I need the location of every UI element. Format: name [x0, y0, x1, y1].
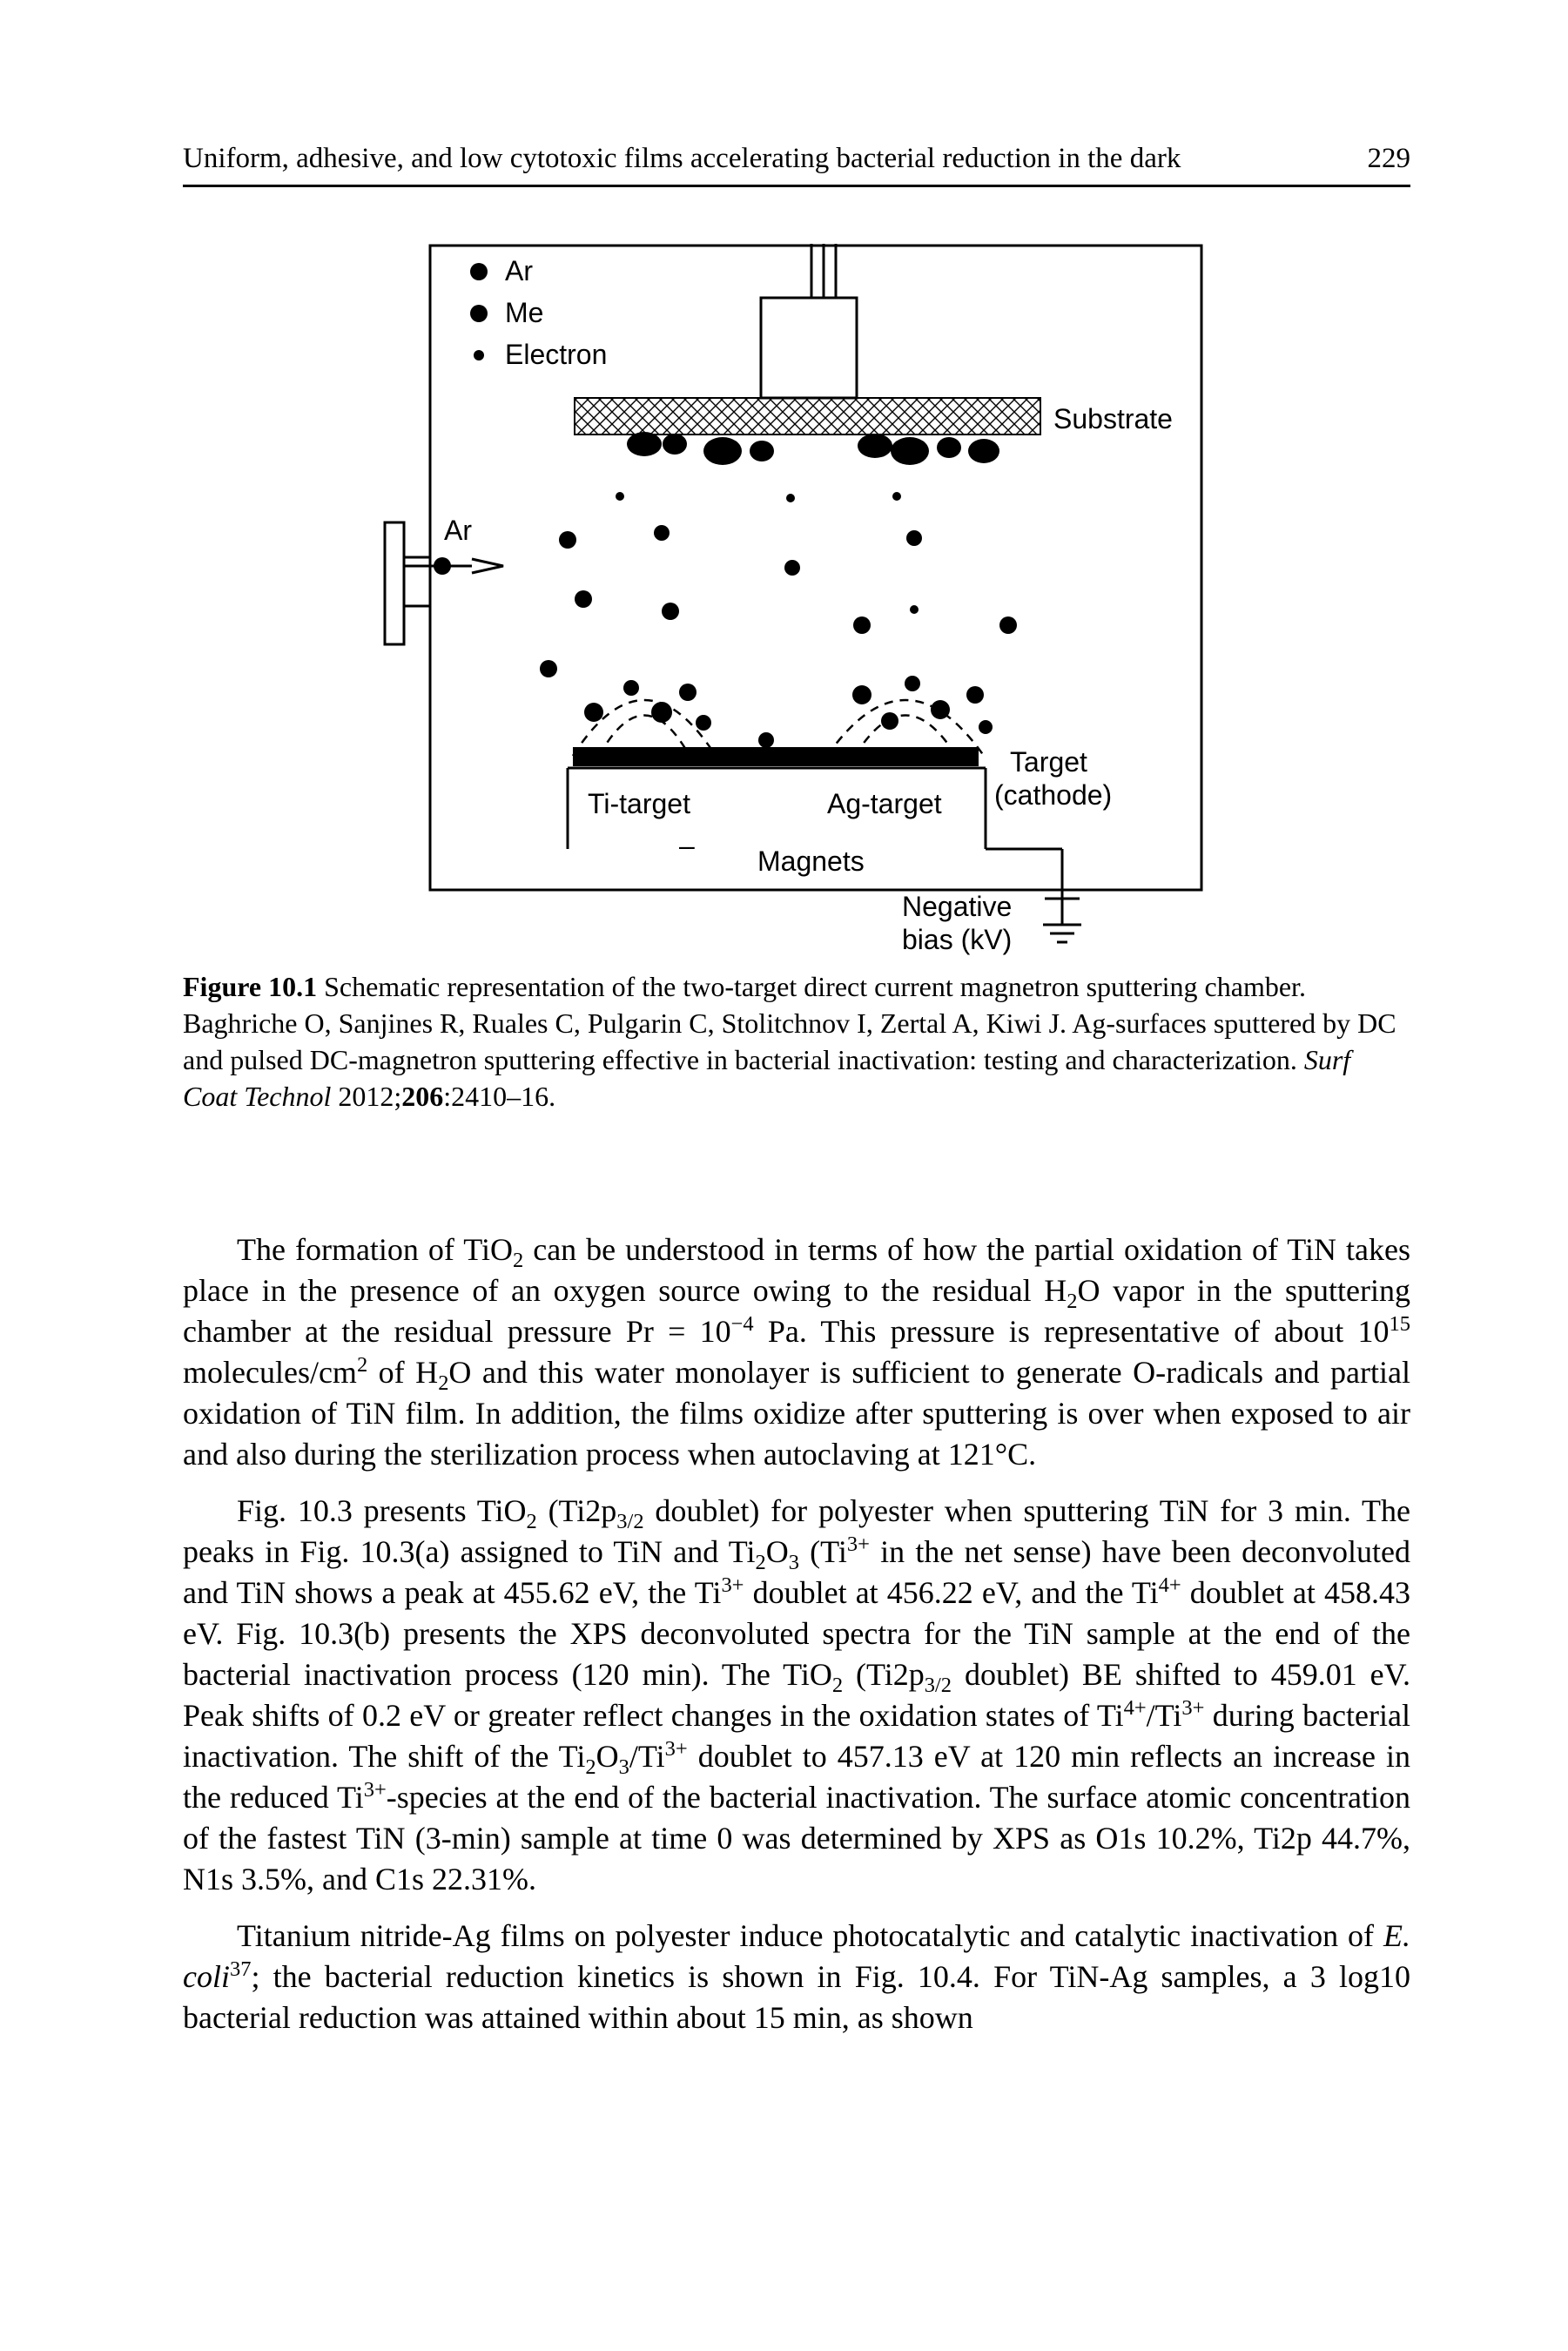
substrate-label: Substrate [1053, 403, 1173, 434]
credit-year: 2012; [338, 1081, 402, 1112]
figure-sputtering-chamber: Ar Me Electron Substrate [374, 235, 1210, 958]
paragraph-3: Titanium nitride-Ag films on polyester i… [183, 1916, 1410, 2038]
substrate [574, 397, 1041, 435]
magnetic-field-lines [571, 698, 986, 757]
ti-target-label: Ti-target [588, 788, 690, 819]
page-number: 229 [1367, 143, 1411, 174]
deposit-clusters [627, 432, 999, 465]
magnets-label: Magnets [757, 845, 865, 877]
running-head: Uniform, adhesive, and low cytotoxic fil… [183, 141, 1410, 187]
p2-text: O [765, 1534, 789, 1569]
p2-text: doublet) BE shifted to 459.01 eV. Peak s… [183, 1657, 1410, 1733]
p2-text: doublet at 458.43 eV. Fig. 10.3(b) prese… [183, 1575, 1410, 1692]
figure-caption: Figure 10.1 Schematic representation of … [183, 968, 1410, 1115]
p2-text: /Ti [629, 1739, 665, 1774]
p2-sup: 4+ [1158, 1573, 1181, 1597]
p2-text: doublet) for polyester when sputtering T… [183, 1493, 1410, 1569]
p2-sup: 3+ [664, 1737, 688, 1761]
p1-sub: 2 [1067, 1290, 1078, 1314]
legend-me-marker [470, 305, 488, 322]
p2-text: during bacterial inactivation. The shift… [183, 1698, 1410, 1774]
p2-sub: 2 [831, 1674, 844, 1698]
p1-sub: 2 [438, 1371, 449, 1396]
p2-text: doublet at 456.22 eV, and the Ti [744, 1575, 1159, 1610]
p2-sub: 2 [585, 1755, 596, 1780]
credit-journal: Surf Coat Technol [183, 1044, 1351, 1112]
ar-inlet [383, 521, 504, 646]
p1-sub: 2 [512, 1249, 524, 1273]
p2-sub: 3 [618, 1755, 629, 1780]
p2-sup: 4+ [1123, 1696, 1147, 1720]
target-label-line1: Target [1010, 746, 1087, 778]
bias-label-line2: bias (kV) [902, 924, 1012, 955]
p2-text: in the net sense) have been deconvoluted… [183, 1534, 1411, 1610]
p1-text: The formation of TiO [237, 1232, 513, 1267]
caption-title: Figure 10.1 Schematic representation of … [183, 968, 1410, 1005]
p2-sup: 3+ [846, 1533, 870, 1556]
p2-text: (Ti [799, 1534, 847, 1569]
legend-me-label: Me [505, 297, 543, 328]
p2-sub: 3 [788, 1551, 799, 1575]
legend-ar-label: Ar [505, 255, 533, 286]
credit-authors: Baghriche O, Sanjines R, Ruales C, Pulga… [183, 1007, 1396, 1075]
caption-credit: Baghriche O, Sanjines R, Ruales C, Pulga… [183, 1005, 1410, 1115]
bias-label-line1: Negative [902, 891, 1012, 922]
magnets-minus-sign: – [679, 830, 695, 861]
body-text: The formation of TiO2 can be understood … [183, 1229, 1410, 2054]
running-title: Uniform, adhesive, and low cytotoxic fil… [183, 143, 1181, 174]
p2-sub: 2 [755, 1551, 766, 1575]
p2-sub: 3/2 [924, 1674, 952, 1698]
p2-text: O [596, 1739, 619, 1774]
p3-text: Titanium nitride-Ag films on polyester i… [237, 1918, 1383, 1953]
p2-text: doublet to 457.13 eV at 120 min reflects… [183, 1739, 1411, 1815]
p2-text: Fig. 10.3 presents TiO [237, 1493, 527, 1528]
p2-text: (Ti2p [536, 1493, 617, 1528]
sputtering-chamber-diagram: Ar Me Electron Substrate [383, 244, 1203, 955]
p2-sup: 3+ [721, 1573, 744, 1597]
p2-text: /Ti [1146, 1698, 1182, 1733]
p1-text: O and this water monolayer is sufficient… [183, 1355, 1410, 1472]
legend-ar-marker [470, 263, 488, 280]
paragraph-2: Fig. 10.3 presents TiO2 (Ti2p3/2 doublet… [183, 1491, 1410, 1900]
p1-text: O vapor in the sputtering chamber at the… [183, 1273, 1410, 1349]
p1-sup: 15 [1389, 1312, 1410, 1336]
figure-label: Figure 10.1 [183, 971, 318, 1002]
target-label-line2: (cathode) [994, 779, 1112, 811]
ag-target-label: Ag-target [827, 788, 942, 819]
p1-text: of H [367, 1355, 439, 1390]
p2-sup: 3+ [1181, 1696, 1205, 1720]
p2-text: -species at the end of the bacterial ina… [183, 1780, 1410, 1896]
credit-volume: 206 [401, 1081, 444, 1112]
p1-text: Pa. This pressure is representative of a… [753, 1314, 1390, 1349]
p1-text: molecules/cm [183, 1355, 357, 1390]
ar-inlet-atom [434, 557, 451, 575]
p3-italic: E. coli [183, 1918, 1410, 1994]
p2-sub: 2 [526, 1510, 537, 1534]
p2-sub: 3/2 [616, 1510, 644, 1534]
plasma-particles [584, 676, 993, 748]
caption-text: Schematic representation of the two-targ… [324, 971, 1306, 1002]
p1-sup: 2 [356, 1353, 368, 1377]
p1-sup: −4 [730, 1312, 754, 1336]
substrate-holder [759, 244, 858, 400]
p2-sup: 3+ [363, 1778, 387, 1802]
legend-electron-label: Electron [505, 339, 607, 370]
paragraph-1: The formation of TiO2 can be understood … [183, 1229, 1410, 1475]
p3-sup: 37 [229, 1957, 252, 1981]
ar-inlet-label: Ar [444, 515, 472, 546]
sputtered-particles [540, 492, 1017, 677]
credit-pages: :2410–16. [443, 1081, 556, 1112]
target-plate [573, 747, 979, 766]
ground-symbol [1043, 897, 1081, 944]
p3-text: ; the bacterial reduction kinetics is sh… [183, 1959, 1410, 2035]
p2-text: (Ti2p [843, 1657, 925, 1692]
target-holder [566, 766, 1064, 914]
legend-electron-marker [474, 350, 484, 360]
p1-text: can be understood in terms of how the pa… [183, 1232, 1410, 1308]
